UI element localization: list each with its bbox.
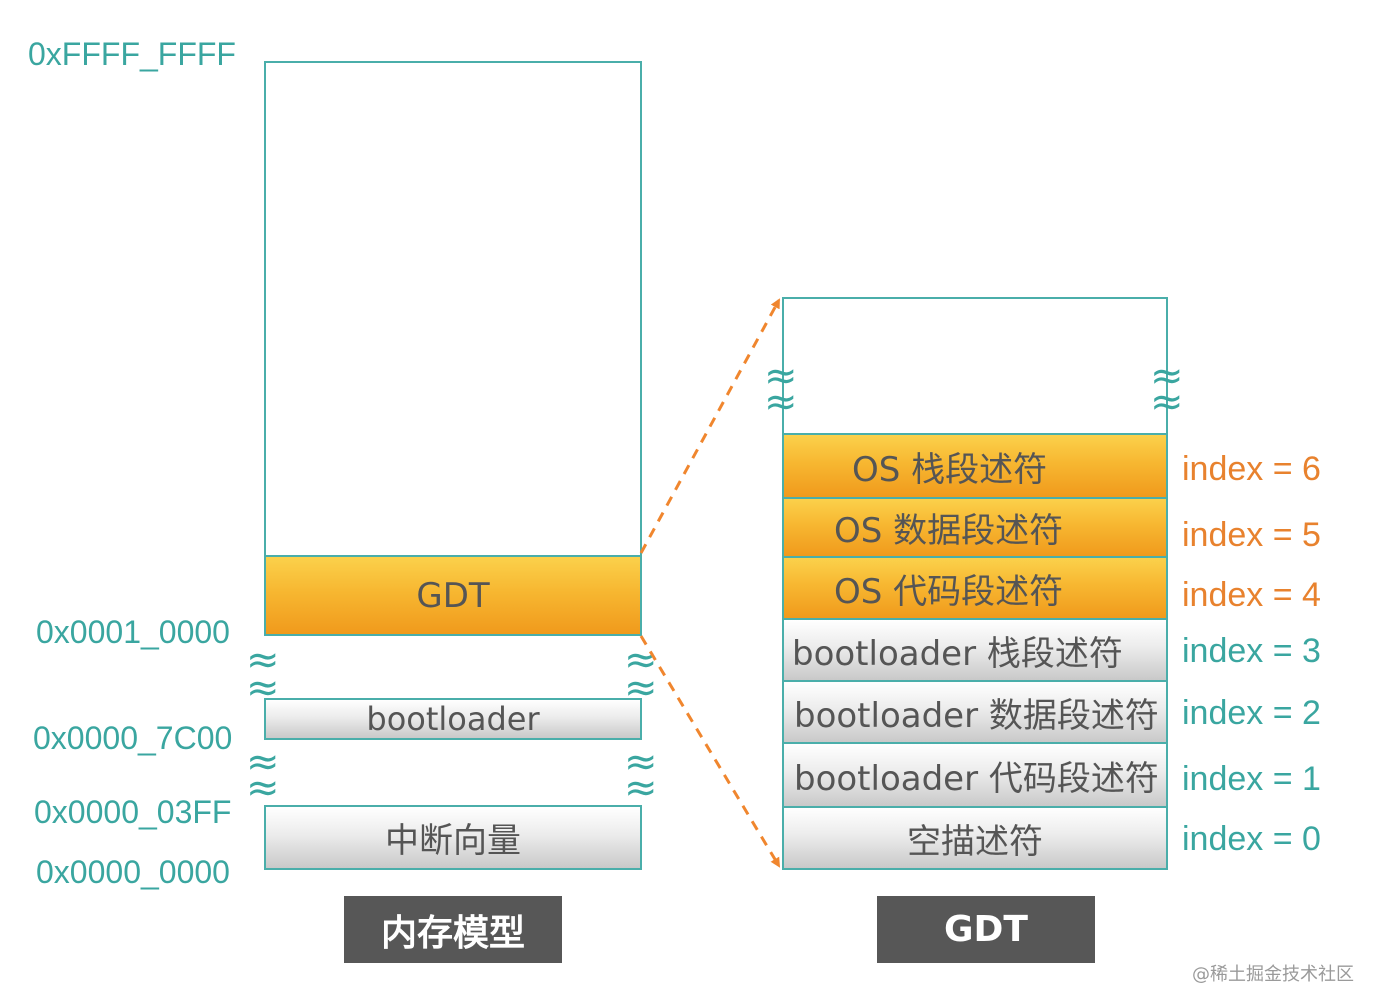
gdt-entry-6: OS 栈段述符: [782, 433, 1168, 499]
memory-region-ivt-label: 中断向量: [385, 821, 521, 861]
gdt-break-tilde-right-2: ≈: [1150, 379, 1184, 425]
gdt-entry-4-label: OS 代码段述符: [834, 571, 1064, 612]
gdt-entry-5: OS 数据段述符: [782, 497, 1168, 558]
gdt-index-5: index = 5: [1182, 516, 1321, 554]
gdt-entry-3-label: bootloader 栈段述符: [792, 633, 1123, 674]
memory-region-gdt-label: GDT: [416, 575, 490, 616]
gdt-entry-3: bootloader 栈段述符: [782, 618, 1168, 682]
watermark: @稀土掘金技术社区: [1192, 964, 1354, 985]
gdt-break-tilde-left-1: ≈: [764, 353, 798, 399]
memory-model-caption: 内存模型: [344, 896, 562, 963]
zoom-arrow-lower: [639, 635, 781, 868]
gdt-entry-2-label: bootloader 数据段述符: [794, 695, 1159, 736]
gdt-entry-1: bootloader 代码段述符: [782, 742, 1168, 808]
address-gdt-base: 0x0001_0000: [36, 614, 230, 650]
break-tilde-right-3: ≈: [624, 739, 658, 785]
break-tilde-left-1: ≈: [246, 637, 280, 683]
memory-region-gdt: GDT: [264, 555, 642, 636]
break-tilde-left-3: ≈: [246, 739, 280, 785]
gdt-entry-6-label: OS 栈段述符: [852, 449, 1048, 490]
gdt-entry-4: OS 代码段述符: [782, 556, 1168, 620]
memory-region-bootloader: bootloader: [264, 698, 642, 740]
gdt-entry-5-label: OS 数据段述符: [834, 511, 1064, 551]
address-bottom: 0x0000_0000: [36, 854, 230, 890]
gdt-index-0: index = 0: [1182, 820, 1321, 858]
address-bootloader-base: 0x0000_7C00: [33, 720, 233, 756]
gdt-caption: GDT: [877, 896, 1095, 963]
address-ivt-top: 0x0000_03FF: [34, 794, 232, 830]
memory-region-ivt: 中断向量: [264, 805, 642, 870]
break-tilde-left-4: ≈: [246, 765, 280, 811]
gdt-break-tilde-left-2: ≈: [764, 379, 798, 425]
gdt-index-6: index = 6: [1182, 450, 1321, 488]
gdt-index-2: index = 2: [1182, 694, 1321, 732]
break-tilde-right-4: ≈: [624, 765, 658, 811]
gdt-entry-0: 空描述符: [782, 806, 1168, 870]
gdt-index-3: index = 3: [1182, 632, 1321, 670]
gdt-entry-1-label: bootloader 代码段述符: [794, 758, 1159, 799]
gdt-index-4: index = 4: [1182, 576, 1321, 614]
gdt-break-tilde-right-1: ≈: [1150, 353, 1184, 399]
gdt-entry-0-label: 空描述符: [907, 821, 1043, 862]
address-top: 0xFFFF_FFFF: [28, 36, 236, 72]
zoom-arrow-upper: [639, 298, 781, 554]
gdt-index-1: index = 1: [1182, 760, 1321, 798]
break-tilde-right-1: ≈: [624, 637, 658, 683]
gdt-entry-2: bootloader 数据段述符: [782, 680, 1168, 744]
memory-region-bootloader-label: bootloader: [366, 700, 540, 738]
gdt-table-top: [782, 297, 1168, 437]
